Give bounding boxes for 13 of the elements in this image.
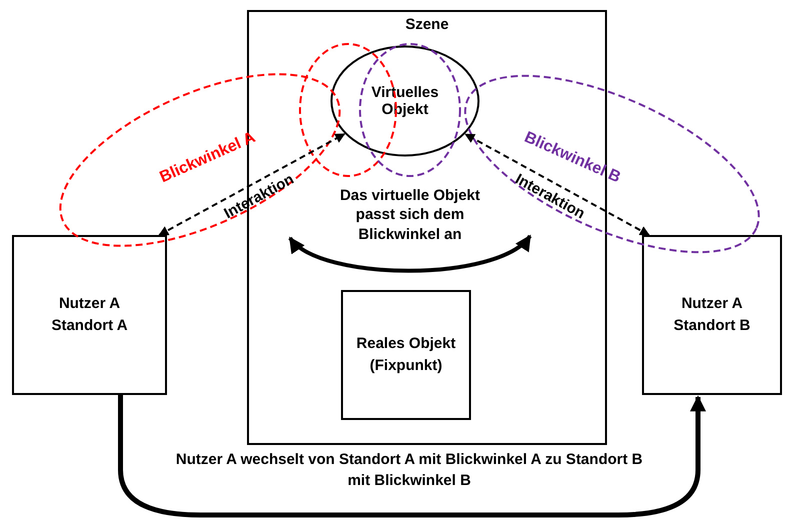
- node-label: Szene: [405, 16, 449, 33]
- object-box: [341, 290, 471, 420]
- node-label: Reales Objekt (Fixpunkt): [356, 334, 456, 376]
- node-label: Nutzer A Standort A: [50, 294, 129, 336]
- note-text: Das virtuelle Objekt passt sich dem Blickwinkel an: [338, 186, 482, 244]
- edge-label: Nutzer A wechselt von Standort A mit Blickwinkel A zu Standort B mit Blickwinkel B: [174, 450, 644, 491]
- arrow: [158, 133, 346, 236]
- node-label: Nutzer A Standort B: [672, 294, 752, 336]
- arrow: [464, 133, 650, 236]
- object-ellipse: [330, 45, 480, 157]
- user-box: [12, 235, 167, 395]
- arrow: [118, 395, 706, 518]
- user-box: [642, 235, 782, 395]
